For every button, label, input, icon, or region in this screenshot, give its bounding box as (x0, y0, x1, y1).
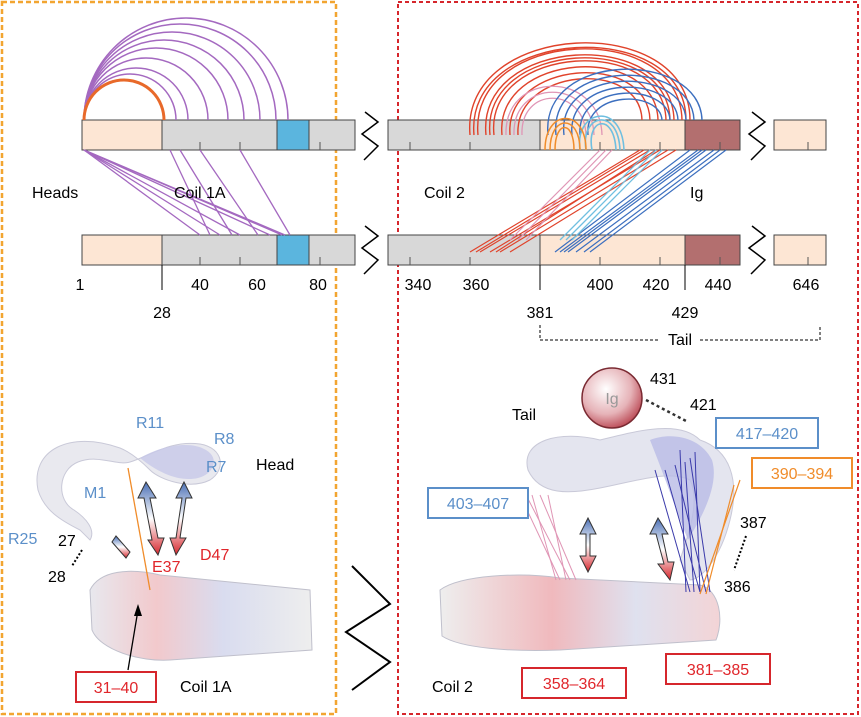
break-zigzag-middle (344, 565, 392, 691)
coil2-label: Coil 2 (424, 185, 465, 202)
salt-bridge-arrow-d47 (169, 480, 193, 557)
box-358-364-label: 358–364 (543, 676, 605, 693)
tick-28: 28 (153, 305, 171, 322)
residue-431: 431 (650, 371, 677, 388)
tail-structure-pink-links (519, 494, 577, 581)
residue-387: 387 (740, 515, 767, 532)
salt-bridge-arrow-right-2 (649, 516, 675, 582)
coil1a-label: Coil 1A (174, 185, 226, 202)
bar-tick-marks (199, 142, 809, 265)
tick-80: 80 (309, 277, 327, 294)
coil1a-surface-structure (89, 570, 313, 661)
residue-27: 27 (58, 533, 76, 550)
tail-bracket-label: Tail (668, 332, 692, 349)
box-358-364 (521, 667, 627, 699)
tick-400: 400 (587, 277, 614, 294)
tail-diagonal-links-pink (509, 149, 613, 241)
box-390-394-label: 390–394 (771, 466, 833, 483)
tick-60: 60 (248, 277, 266, 294)
left-panel-frame (0, 0, 338, 716)
tail-structure-orange-links (699, 479, 741, 595)
tail-diagonal-links-lightblue (559, 149, 663, 241)
residue-r7: R7 (206, 459, 227, 476)
tail-pink-arcs (505, 85, 603, 136)
box-381-385-label: 381–385 (687, 662, 749, 679)
tail-red-arcs (469, 42, 691, 136)
break-zigzag-top-right (747, 111, 767, 161)
orange-crosslink-left (127, 467, 151, 591)
bottom-domain-bar (81, 234, 827, 266)
ig-domain-label: Ig (690, 185, 703, 202)
tail-diagonal-links-red (469, 149, 677, 253)
tick-40: 40 (191, 277, 209, 294)
box-417-420-label: 417–420 (736, 426, 798, 443)
tick-360: 360 (463, 277, 490, 294)
coil2-bottom-label: Coil 2 (432, 679, 473, 696)
salt-bridge-arrow-left (111, 535, 131, 559)
box-417-420 (715, 417, 819, 449)
dotted-387-386 (733, 535, 747, 571)
tick-1: 1 (76, 277, 85, 294)
residue-r11: R11 (136, 415, 164, 432)
right-panel-frame (397, 1, 859, 715)
salt-bridge-arrow-e37 (137, 480, 165, 557)
tail-bracket-label-bg (660, 330, 700, 348)
box-403-407 (427, 487, 529, 519)
tail-blue-arcs (547, 68, 703, 136)
head-diagonal-links (83, 149, 291, 236)
salt-bridge-arrow-right-1 (579, 516, 597, 574)
coil2-surface-structure (439, 574, 721, 651)
ig-domain-ball (581, 367, 643, 429)
ig-ball-label: Ig (605, 391, 618, 408)
tick-340: 340 (405, 277, 432, 294)
pointer-head (134, 604, 142, 616)
break-zigzag-bottom-right (747, 225, 767, 275)
tick-440: 440 (705, 277, 732, 294)
break-zigzag-top-left (360, 111, 380, 161)
tail-orange-arcs (544, 117, 587, 151)
tail-structure-blue-links (654, 449, 711, 593)
tick-381: 381 (527, 305, 554, 322)
tail-struct-label: Tail (512, 407, 536, 424)
residue-d47: D47 (200, 547, 229, 564)
head-crosslink-arcs (83, 17, 289, 121)
black-pointer-31-40 (127, 609, 139, 671)
head-surface-structure (36, 440, 221, 541)
residue-e37: E37 (152, 559, 181, 576)
heads-label: Heads (32, 185, 78, 202)
box-403-407-label: 403–407 (447, 496, 509, 513)
dotted-27-28 (71, 549, 83, 567)
tick-429: 429 (672, 305, 699, 322)
tick-646: 646 (793, 277, 820, 294)
coil1a-bottom-label: Coil 1A (180, 679, 232, 696)
residue-m1: M1 (84, 485, 106, 502)
head-label: Head (256, 457, 294, 474)
box-31-40-label: 31–40 (94, 680, 139, 697)
dotted-ig-link (645, 398, 689, 424)
residue-r8: R8 (214, 431, 235, 448)
residue-421: 421 (690, 397, 717, 414)
head-orange-arc (82, 78, 166, 121)
box-31-40 (75, 671, 157, 703)
residue-r25: R25 (8, 531, 37, 548)
box-390-394 (751, 457, 853, 489)
box-381-385 (665, 653, 771, 685)
residue-28: 28 (48, 569, 66, 586)
break-zigzag-bottom-left (360, 225, 380, 275)
tick-420: 420 (643, 277, 670, 294)
top-domain-bar (81, 119, 827, 151)
residue-386: 386 (724, 579, 751, 596)
